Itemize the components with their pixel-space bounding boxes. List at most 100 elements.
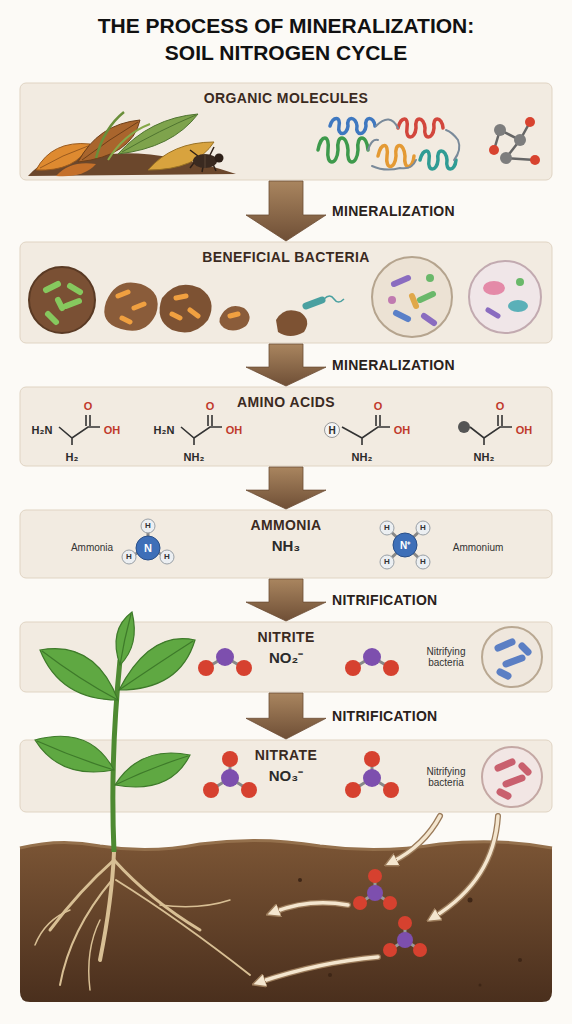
process-band: NITRITE NO₂⁻ <box>20 622 552 692</box>
soil-clump <box>118 292 238 322</box>
nitrifying-bacteria <box>498 642 528 676</box>
process-label: NITRIFICATION <box>332 592 438 609</box>
plant <box>40 649 118 700</box>
leaf-litter <box>108 124 150 160</box>
nitrate-molecule <box>363 769 381 787</box>
soil <box>20 840 552 1002</box>
chem-symbol: O <box>496 400 505 412</box>
protein-structure <box>420 151 456 169</box>
soil <box>518 958 522 962</box>
band-fill <box>20 242 552 343</box>
bacteria-culture <box>488 310 498 316</box>
small-molecule <box>494 124 506 136</box>
plant-roots <box>160 900 230 907</box>
plant-roots <box>114 860 200 930</box>
plant-roots <box>89 920 100 990</box>
protein-structure <box>330 119 375 134</box>
uptake-arrow <box>260 816 498 982</box>
soil-clump <box>324 296 344 302</box>
diagram-title: THE PROCESS OF MINERALIZATION: SOIL NITR… <box>81 12 491 66</box>
band-fill <box>20 83 552 180</box>
nitrate-molecule <box>383 782 399 798</box>
plant <box>35 612 195 852</box>
chem-symbol: H₂ <box>66 451 79 463</box>
soil-bacteria <box>46 284 80 322</box>
band-fill <box>20 387 552 466</box>
band-heading: NITRITE <box>257 629 314 646</box>
bacteria-culture <box>388 296 396 304</box>
nitrate-ion <box>353 896 367 910</box>
flow-arrow <box>246 467 326 509</box>
soil-clump <box>306 300 322 306</box>
process-band: BENEFICIAL BACTERIA <box>20 242 552 343</box>
nitrifying-bacteria <box>498 762 528 796</box>
bacteria-culture <box>426 274 434 282</box>
plant <box>113 660 120 852</box>
soil <box>328 973 332 977</box>
band-heading: BENEFICIAL BACTERIA <box>202 249 370 266</box>
bacteria-culture <box>412 296 416 306</box>
nitrate-molecule <box>345 782 361 798</box>
nitrate-ion <box>353 869 427 957</box>
bacteria-culture <box>424 316 434 323</box>
soil <box>298 878 302 882</box>
plant-roots <box>50 860 114 930</box>
molecule-name: Ammonia <box>71 542 113 553</box>
soil-clump <box>160 285 212 333</box>
ammonium-ion <box>416 555 430 569</box>
small-molecule <box>489 145 499 155</box>
protein-structure <box>318 119 459 170</box>
soil-clump <box>219 306 249 331</box>
ammonium-ion <box>416 521 430 535</box>
small-molecule <box>500 152 512 164</box>
process-band: AMINO ACIDS <box>20 387 552 466</box>
uptake-arrow <box>274 903 348 912</box>
chem-symbol: H₂N <box>32 424 53 436</box>
nitrite-molecule <box>363 648 381 666</box>
band-fill <box>20 510 552 578</box>
flow-arrow <box>246 693 326 739</box>
organism-label: Nitrifying bacteria <box>415 766 477 788</box>
nitrite-molecule <box>383 660 399 676</box>
molecule-name: Ammonium <box>453 542 504 553</box>
small-molecule <box>530 155 540 165</box>
protein-structure <box>368 119 459 169</box>
plant-roots <box>116 880 250 975</box>
flow-arrow <box>246 579 326 621</box>
process-band: ORGANIC MOLECULES <box>20 83 552 180</box>
process-label: MINERALIZATION <box>332 203 455 220</box>
nitrifying-bacteria <box>482 627 542 687</box>
chemical-formula: NO₂⁻ <box>269 648 303 667</box>
process-band: NITRATENO₃⁻ <box>20 740 552 812</box>
plant <box>37 614 193 785</box>
nitrifying-bacteria <box>482 747 542 807</box>
soil-clump <box>276 310 307 336</box>
nitrifying-bacteria <box>482 627 542 807</box>
beetle <box>205 154 206 168</box>
plant <box>35 612 195 787</box>
soil-clump <box>104 282 344 336</box>
nitrate-ion <box>397 932 413 948</box>
soil <box>468 898 473 903</box>
plant-roots <box>35 852 250 990</box>
band-heading: AMMONIA <box>250 517 321 534</box>
band-heading: AMINO ACIDS <box>237 394 335 411</box>
chem-symbol: NH₂ <box>184 451 205 463</box>
chem-symbol: O <box>374 400 383 412</box>
plant-roots <box>60 880 112 985</box>
soil-bacteria <box>29 267 95 333</box>
beetle <box>215 154 224 163</box>
nitrite-molecule <box>345 660 361 676</box>
uptake-arrow <box>434 816 498 917</box>
amino-acid-structure <box>470 415 512 445</box>
atom-symbol: H <box>145 522 151 531</box>
nitrate-molecule <box>222 751 238 767</box>
chem-symbol: OH <box>394 424 411 436</box>
ammonium-ion <box>380 521 394 535</box>
bacteria-culture <box>516 278 524 286</box>
chem-symbol: O <box>206 400 215 412</box>
ammonium-ion <box>380 521 430 569</box>
